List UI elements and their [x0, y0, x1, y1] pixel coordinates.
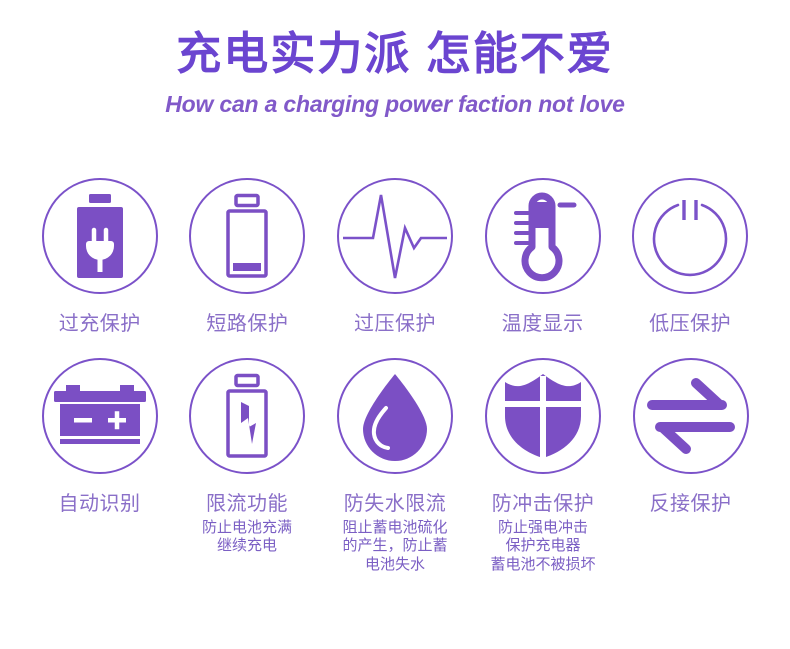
feature-item-overcharge[interactable]: 过充保护	[26, 178, 174, 336]
icon-ring	[632, 178, 749, 294]
icon-ring	[632, 358, 749, 474]
page-subtitle: How can a charging power faction not lov…	[165, 91, 625, 118]
feature-item-surge-protect[interactable]: 防冲击保护 防止强电冲击 保护充电器 蓄电池不被损坏	[469, 358, 617, 574]
feature-sublabel: 阻止蓄电池硫化 的产生，防止蓄 电池失水	[342, 519, 448, 573]
icon-ring	[41, 358, 158, 474]
feature-item-temperature[interactable]: 温度显示	[469, 178, 617, 336]
feature-grid: 过充保护 短路保护	[0, 178, 790, 574]
feature-sublabel: 防止电池充满 继续充电	[201, 519, 292, 555]
car-battery-icon	[53, 385, 146, 447]
feature-label: 低压保护	[649, 313, 732, 335]
feature-item-short-circuit[interactable]: 短路保护	[174, 178, 322, 336]
feature-item-overvoltage[interactable]: 过压保护	[321, 178, 469, 336]
feature-item-water-loss[interactable]: 防失水限流 阻止蓄电池硫化 的产生，防止蓄 电池失水	[321, 358, 469, 574]
power-button-icon	[648, 194, 732, 278]
shield-icon	[501, 372, 585, 460]
icon-ring	[484, 178, 601, 294]
icon-ring	[485, 358, 601, 474]
feature-label: 温度显示	[501, 313, 584, 335]
feature-item-auto-detect[interactable]: 自动识别	[26, 358, 173, 574]
icon-ring	[41, 178, 158, 294]
battery-bolt-icon	[219, 373, 275, 458]
icon-ring	[337, 358, 453, 474]
feature-label: 限流功能	[206, 493, 288, 515]
feature-label: 防失水限流	[343, 493, 447, 515]
icon-ring	[336, 178, 453, 294]
feature-item-reverse-protect[interactable]: 反接保护	[617, 358, 764, 574]
feature-label: 过压保护	[353, 313, 436, 335]
feature-row-2: 自动识别 限流功能 防止电池充满 继续充电	[0, 358, 790, 574]
feature-item-low-voltage[interactable]: 低压保护	[616, 178, 764, 336]
page-header: 充电实力派 怎能不爱 How can a charging power fact…	[0, 0, 790, 118]
feature-label: 自动识别	[58, 493, 141, 515]
icon-ring	[189, 178, 306, 294]
feature-label: 短路保护	[206, 313, 289, 335]
feature-row-1: 过充保护 短路保护	[0, 178, 790, 336]
water-drop-icon	[359, 372, 431, 461]
feature-label: 防冲击保护	[491, 493, 595, 515]
feature-label: 反接保护	[649, 493, 732, 515]
battery-plug-icon	[69, 194, 131, 278]
battery-outline-icon	[219, 193, 275, 278]
icon-ring	[189, 358, 305, 474]
ecg-waveform-icon	[342, 190, 447, 282]
feature-item-current-limit[interactable]: 限流功能 防止电池充满 继续充电	[173, 358, 321, 574]
feature-sublabel: 防止强电冲击 保护充电器 蓄电池不被损坏	[490, 519, 596, 573]
bidirectional-arrows-icon	[646, 377, 735, 455]
thermometer-icon	[506, 192, 580, 282]
page-title: 充电实力派 怎能不爱	[176, 28, 614, 79]
feature-label: 过充保护	[58, 313, 141, 335]
